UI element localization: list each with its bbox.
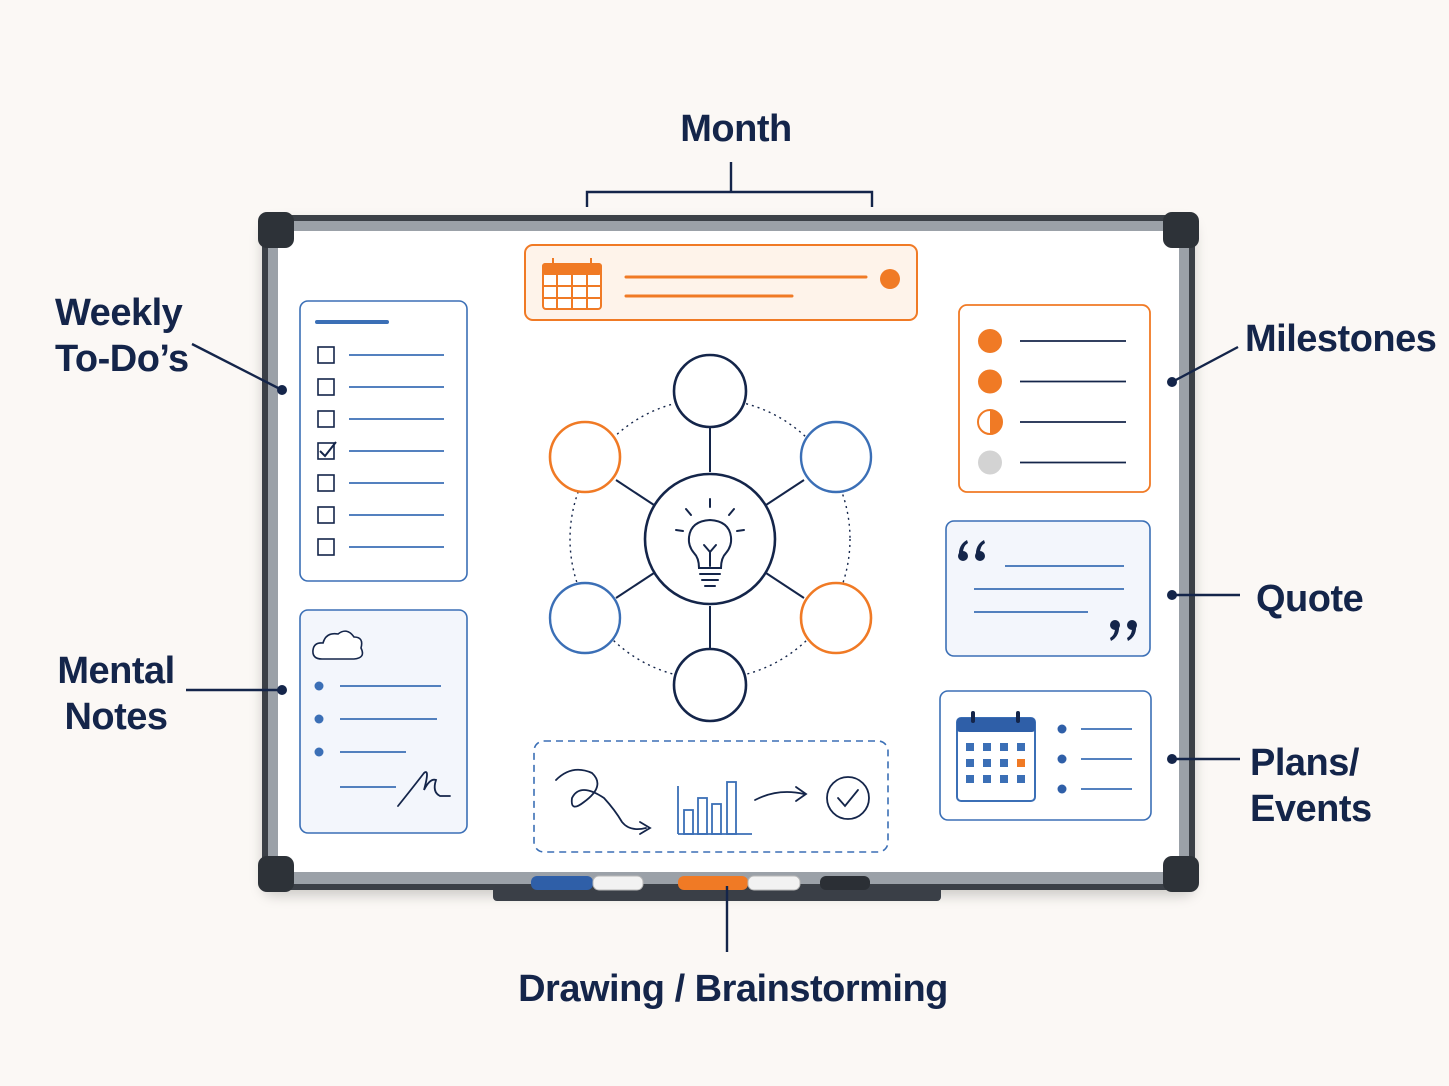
note-bullet — [314, 681, 324, 691]
callout-milestones: Milestones — [1245, 316, 1437, 362]
callout-quote-text: Quote — [1256, 578, 1364, 620]
eraser — [820, 876, 870, 890]
calendar-icon — [956, 711, 1036, 802]
event-bullet — [1057, 724, 1067, 734]
note-bullet — [314, 747, 324, 757]
arrow-right-icon — [754, 786, 808, 802]
plans-panel — [939, 690, 1152, 821]
callout-drawing: Drawing / Brainstorming — [430, 966, 1036, 1012]
squiggle-icon — [555, 768, 647, 831]
calendar-day — [966, 743, 974, 751]
milestone-complete-icon — [978, 369, 1002, 394]
mind-map-node — [672, 647, 748, 723]
month-panel — [524, 244, 918, 321]
callout-weekly-line1: Weekly — [55, 292, 183, 334]
todo-list — [317, 346, 444, 556]
checkbox-icon — [317, 474, 335, 492]
calendar-day — [966, 759, 974, 767]
todo-item — [317, 441, 444, 460]
callout-quote: Quote — [1256, 576, 1364, 622]
calendar-day — [1017, 743, 1025, 751]
calendar-day-highlighted — [1017, 759, 1025, 767]
callout-drawing-text: Drawing / Brainstorming — [518, 968, 948, 1010]
calendar-icon — [542, 258, 602, 310]
milestone-list — [977, 329, 1126, 475]
frame-corner — [258, 856, 294, 892]
callout-month-text: Month — [680, 108, 792, 150]
signature-icon — [397, 771, 451, 807]
weekly-todo-panel — [299, 300, 468, 582]
milestone-complete-icon — [978, 329, 1002, 353]
todo-item — [317, 410, 444, 428]
callout-weekly-line2: To-Do’s — [55, 338, 189, 380]
milestone-partial-icon — [977, 409, 1003, 435]
bar-chart-icon — [677, 781, 752, 835]
frame-corner — [1163, 856, 1199, 892]
calendar-day — [1000, 775, 1008, 783]
checkbox-checked-icon — [317, 442, 335, 460]
checkmark-icon — [319, 441, 337, 458]
checkbox-icon — [317, 538, 335, 556]
drawing-panel — [533, 740, 889, 853]
todo-item — [317, 346, 444, 364]
milestone-item — [977, 409, 1126, 435]
mind-map-node — [548, 581, 622, 655]
callout-mental-line2: Notes — [64, 696, 168, 738]
mind-map-node — [799, 581, 873, 655]
frame-corner — [258, 212, 294, 248]
callout-plans-line2: Events — [1250, 788, 1372, 830]
calendar-day — [983, 759, 991, 767]
checkbox-icon — [317, 410, 335, 428]
calendar-day — [966, 775, 974, 783]
todo-item — [317, 378, 444, 396]
callout-leaders — [186, 162, 1240, 952]
callout-plans-line1: Plans/ — [1250, 742, 1359, 784]
todo-item — [317, 474, 444, 492]
marker-orange — [678, 875, 801, 891]
cloud-icon — [312, 630, 364, 660]
todo-item — [317, 538, 444, 556]
calendar-day — [1000, 743, 1008, 751]
milestone-item — [978, 329, 1126, 353]
mind-map-node — [548, 420, 622, 494]
calendar-day — [1017, 775, 1025, 783]
check-circle-icon — [826, 776, 870, 820]
checkbox-icon — [317, 346, 335, 364]
callout-plans-events: Plans/ Events — [1250, 740, 1372, 832]
checkbox-icon — [317, 378, 335, 396]
callout-mental-notes: Mental Notes — [55, 648, 177, 740]
lightbulb-icon — [675, 498, 745, 587]
marker-blue — [531, 875, 644, 891]
quote-close-icon — [1110, 620, 1137, 641]
callout-month: Month — [636, 106, 836, 152]
mind-map-node — [799, 420, 873, 494]
event-bullet — [1057, 754, 1067, 764]
note-bullet — [314, 714, 324, 724]
milestone-pending-icon — [978, 450, 1002, 475]
frame-corner — [1163, 212, 1199, 248]
callout-milestones-text: Milestones — [1245, 318, 1437, 360]
month-indicator-dot — [880, 269, 900, 289]
callout-dots — [277, 377, 1177, 764]
calendar-day — [983, 775, 991, 783]
mind-map-node — [672, 353, 748, 429]
quote-open-icon — [958, 540, 985, 561]
calendar-day — [1000, 759, 1008, 767]
milestones-panel — [958, 304, 1151, 493]
milestone-item — [978, 450, 1126, 475]
mental-notes-panel — [299, 609, 468, 834]
todo-item — [317, 506, 444, 524]
mind-map — [548, 353, 873, 723]
calendar-day — [983, 743, 991, 751]
callout-mental-line1: Mental — [57, 650, 175, 692]
milestone-item — [978, 369, 1126, 394]
callout-weekly-todos: Weekly To-Do’s — [55, 290, 189, 382]
event-bullet — [1057, 784, 1067, 794]
quote-panel — [945, 520, 1151, 657]
checkbox-icon — [317, 506, 335, 524]
month-bracket — [585, 162, 874, 207]
